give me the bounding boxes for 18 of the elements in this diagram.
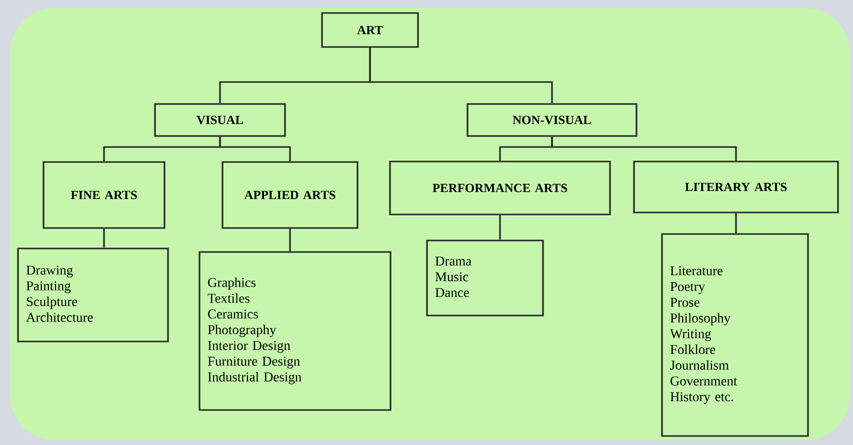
category-box: LITERARY ARTS xyxy=(633,160,839,214)
category-box: APPLIED ARTS xyxy=(222,161,358,229)
list-box: Drawing Painting Sculpture Architecture xyxy=(17,248,169,342)
list-box: Drama Music Dance xyxy=(426,240,544,316)
connector-line xyxy=(219,136,291,162)
connector-line xyxy=(499,215,501,240)
connector-line xyxy=(369,48,553,104)
list-box: Graphics Textiles Ceramics Photography Interior Design Furniture Design Industrial Design xyxy=(198,251,392,411)
category-box: PERFORMANCE ARTS xyxy=(389,160,611,216)
category-box: NON-VISUAL xyxy=(466,103,638,137)
connector-line xyxy=(735,213,737,234)
category-box: VISUAL xyxy=(154,103,286,137)
category-box: ART xyxy=(321,12,419,48)
connector-line xyxy=(289,228,291,252)
connector-line xyxy=(103,228,105,248)
connector-line xyxy=(551,136,737,161)
category-box: FINE ARTS xyxy=(42,161,166,229)
list-box: Literature Poetry Prose Philosophy Writing Folklore Journalism Government History etc. xyxy=(661,233,809,437)
